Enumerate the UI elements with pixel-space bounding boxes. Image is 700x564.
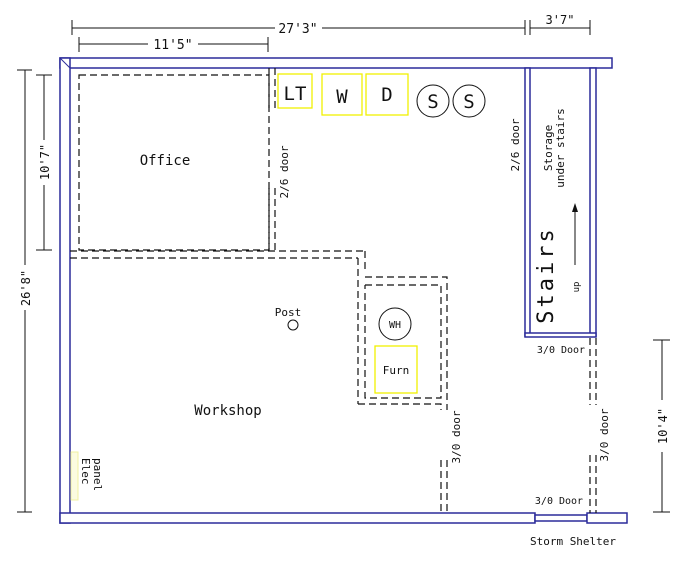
furnace-label: Furn [383,364,410,377]
dimension-stair-width: 3'7" [529,13,591,35]
office-walls [78,68,276,251]
shelter-depth-label: 10'4" [656,408,670,444]
furnace-room-walls [358,276,448,513]
sink-1-label: S [427,91,438,113]
laundry-tub-label: LT [284,83,307,105]
room-label-stairs: Stairs [534,226,559,323]
stairs-up-arrow-icon [572,203,578,265]
dimension-shelter-depth: 10'4" [653,339,670,513]
washer: W [321,73,363,116]
dryer: D [365,73,409,116]
shelter-side-door-label: 3/0 door [598,408,611,461]
dimension-overall-depth: 26'8" [17,69,33,513]
washer-label: W [336,86,348,108]
room-label-office: Office [140,153,191,169]
sink-2-label: S [463,91,474,113]
overall-width-label: 27'3" [278,22,317,37]
stairs-direction-label: up [572,282,582,293]
water-heater-label: WH [389,320,401,331]
storm-shelter-walls [589,338,597,513]
dimension-office-width: 11'5" [78,37,269,53]
room-label-storm-shelter: Storm Shelter [530,535,616,548]
exterior-walls [59,57,628,524]
office-width-label: 11'5" [153,38,192,53]
electrical-panel-label-line1: Elec [79,458,92,485]
sink-2: S [452,84,486,118]
dimension-office-depth: 10'7" [36,74,52,251]
stair-enclosure [524,67,597,338]
electrical-panel: Elec panel [70,451,104,501]
room-label-storage-sub: under stairs [554,108,567,187]
dryer-label: D [381,84,392,106]
furnace: Furn [374,345,418,394]
post-label: Post [275,306,302,319]
storage-door-label: 2/6 door [509,118,522,171]
overall-depth-label: 26'8" [19,270,33,306]
sink-1: S [416,84,450,118]
water-heater: WH [378,307,412,341]
furnace-door-label: 3/0 door [450,410,463,463]
electrical-panel-label-line2: panel [91,458,104,491]
shelter-door-label: 3/0 Door [535,496,583,507]
office-depth-label: 10'7" [38,144,52,180]
stair-door-label: 3/0 Door [537,345,585,356]
laundry-tub: LT [277,73,313,109]
workshop-walls [70,250,366,404]
post: Post [275,306,302,331]
room-label-workshop: Workshop [194,403,261,419]
room-label-storage: Storage [542,125,555,171]
stair-width-label: 3'7" [546,13,575,27]
office-door-label: 2/6 door [278,145,291,198]
dimension-overall-width: 27'3" [71,20,526,37]
